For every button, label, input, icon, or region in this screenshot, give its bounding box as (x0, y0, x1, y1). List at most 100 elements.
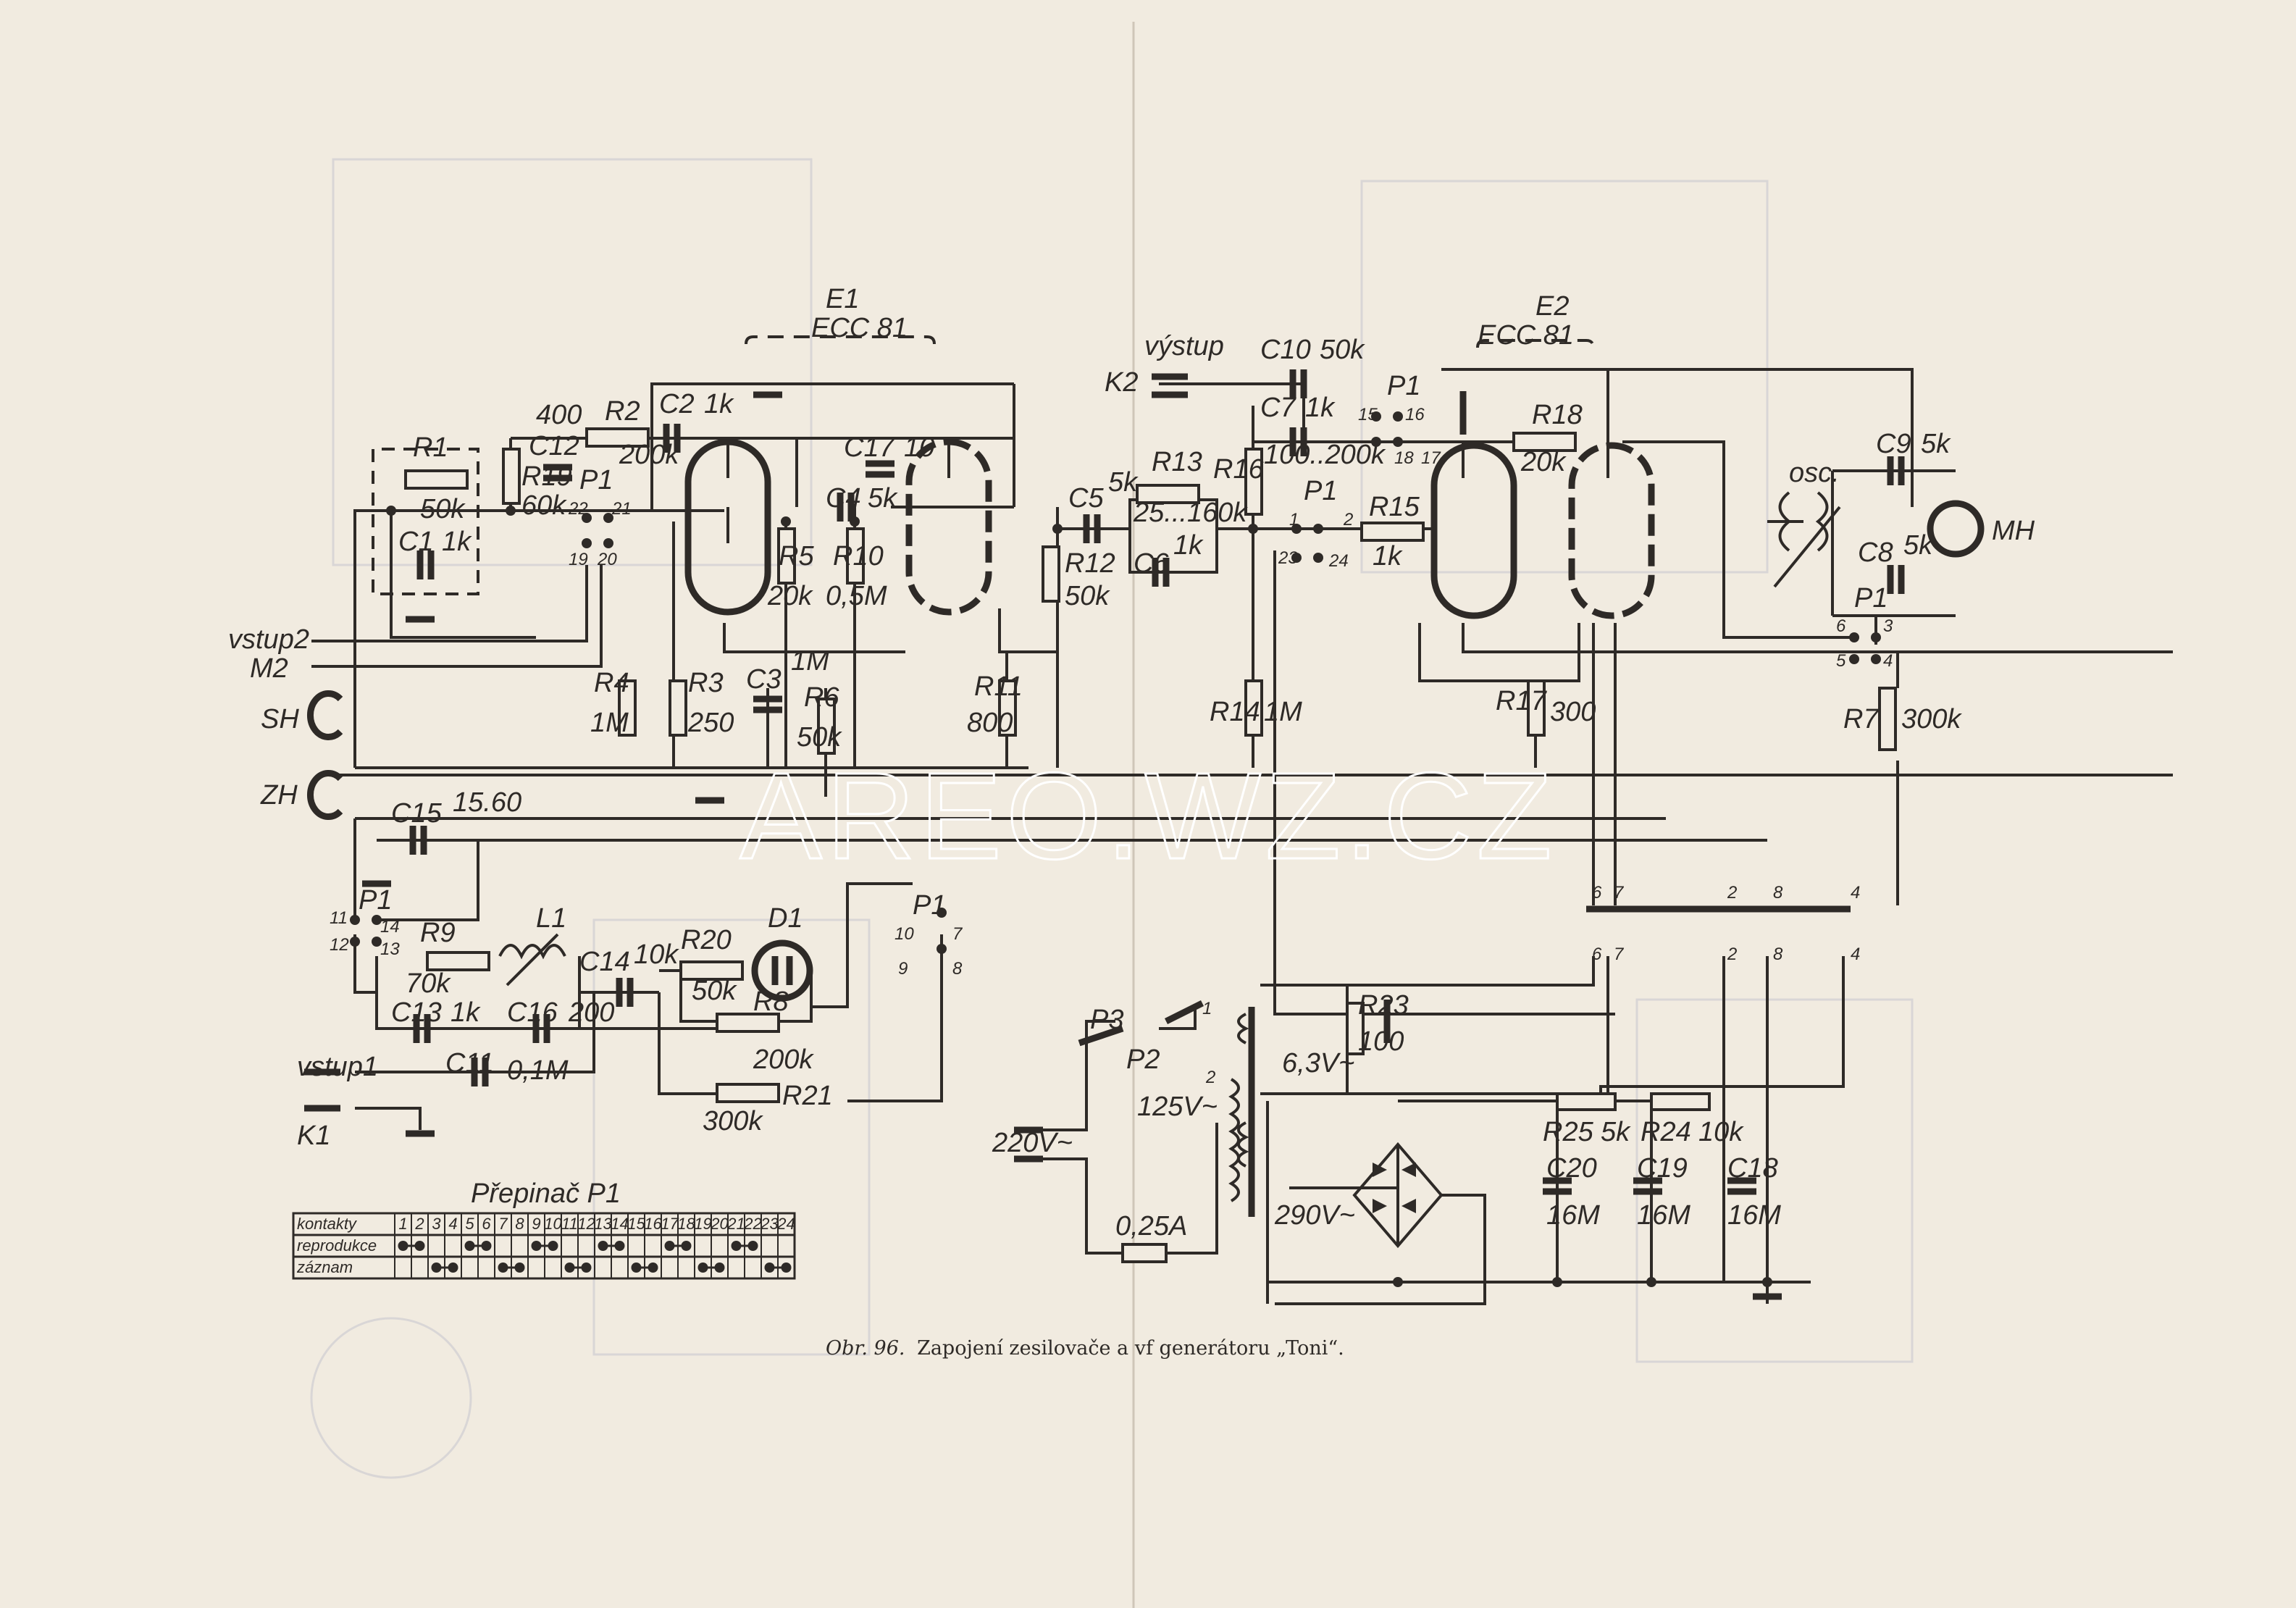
r10-ref: R10 (833, 541, 884, 571)
tube-e2-type: ECC 81 (1478, 320, 1574, 351)
c17-value: 10 (904, 432, 934, 463)
contact-22: 22 (568, 499, 588, 519)
table-contact-number: 8 (515, 1215, 524, 1233)
r1-value: 50k (420, 494, 466, 524)
mh-loop-icon (1927, 500, 1985, 558)
r2-value: 200k (619, 440, 680, 470)
table-contact-number: 23 (760, 1215, 779, 1233)
pin-8-bottom: 8 (1773, 945, 1783, 964)
table-title: Přepinač P1 (471, 1178, 621, 1209)
jack-plugs-icon (304, 373, 1188, 1163)
table-contact-number: 21 (726, 1215, 745, 1233)
r8-ref: R8 (753, 987, 789, 1017)
contact-dot (398, 1241, 408, 1251)
c18-value: 16M (1727, 1200, 1781, 1231)
table-contact-number: 10 (544, 1215, 562, 1233)
r13-value: 25...160k (1133, 498, 1248, 528)
pin-4-top: 4 (1851, 883, 1860, 903)
osc-label: osc. (1789, 458, 1840, 488)
osc-coil-icon (1778, 491, 1829, 552)
mains-label: 220V~ (992, 1128, 1073, 1158)
contact-10: 10 (894, 924, 914, 944)
pin-6-top: 6 (1592, 883, 1602, 903)
contact-16: 16 (1405, 405, 1425, 424)
r20-ref: R20 (681, 925, 732, 955)
vstup2-label: vstup2 (228, 624, 309, 655)
p1-label-d: P1 (1854, 583, 1888, 614)
c6-value: 1k (1173, 530, 1204, 561)
contact-dot (548, 1241, 558, 1251)
r12-value: 50k (1065, 581, 1110, 611)
c3-value: 1M (791, 646, 829, 677)
table-contact-number: 7 (498, 1215, 508, 1233)
r2-ref: R2 (605, 396, 640, 427)
v63-label: 6,3V~ (1282, 1048, 1354, 1079)
contact-21: 21 (611, 499, 632, 519)
tube-e1 (684, 335, 992, 616)
r20-value: 50k (692, 976, 737, 1006)
contact-12: 12 (330, 935, 349, 955)
contact-dot (464, 1241, 475, 1251)
p1-label-f: P1 (913, 890, 946, 921)
c13-value: 1k (451, 997, 481, 1028)
coils-and-devices (304, 373, 1985, 1300)
p2-label: P2 (1126, 1044, 1160, 1075)
capacitors (409, 369, 1905, 1195)
c12-value: 400 (536, 400, 582, 430)
c8-ref: C8 (1858, 537, 1893, 568)
resistors (372, 427, 1897, 1263)
r8-value: 200k (753, 1044, 814, 1075)
tube-e2 (1430, 339, 1655, 619)
table-contact-number: 12 (577, 1215, 595, 1233)
p2-position-2: 2 (1205, 1068, 1215, 1087)
d1-indicator-icon (751, 939, 813, 1002)
p3-label: P3 (1090, 1005, 1123, 1035)
contact-dot (714, 1262, 725, 1273)
pin-6-bottom: 6 (1592, 945, 1602, 964)
contact-1: 1 (1289, 510, 1299, 529)
contact-6: 6 (1836, 616, 1846, 636)
contact-20: 20 (597, 550, 617, 569)
junction-dots (350, 411, 1881, 1287)
component-labels: R1 50k C1 1k R19 60k C12 400 R2 200k C2 … (391, 335, 1962, 1241)
sh-label: SH (261, 704, 299, 734)
table-contact-number: 4 (448, 1215, 457, 1233)
r19-ref: R19 (521, 461, 572, 492)
c12-ref: C12 (529, 431, 579, 461)
contact-4: 4 (1883, 651, 1893, 671)
zh-label: ZH (260, 780, 298, 811)
table-contact-number: 18 (677, 1215, 695, 1233)
tube-e1-ref: E1 (826, 284, 859, 314)
contact-dot (681, 1241, 692, 1251)
r4-ref: R4 (594, 668, 629, 698)
contact-3: 3 (1883, 616, 1893, 636)
r16-ref: R16 (1213, 454, 1265, 485)
c19-value: 16M (1637, 1200, 1690, 1231)
table-contact-number: 6 (482, 1215, 491, 1233)
c19-ref: C19 (1637, 1153, 1688, 1184)
c10-ref: C10 (1260, 335, 1311, 365)
contact-5: 5 (1836, 651, 1846, 671)
c5-ref: C5 (1068, 483, 1104, 514)
c2-value: 1k (704, 389, 734, 419)
contact-dot (448, 1262, 458, 1273)
contact-dot (481, 1241, 492, 1251)
v125-label: 125V~ (1137, 1092, 1218, 1122)
pin-7-bottom: 7 (1614, 945, 1625, 964)
contact-19: 19 (569, 550, 588, 569)
contact-dot (431, 1262, 442, 1273)
r19-value: 60k (521, 490, 567, 521)
l1-label: L1 (536, 903, 566, 934)
k1-label: K1 (297, 1121, 330, 1151)
c20-value: 16M (1546, 1200, 1600, 1231)
r18-ref: R18 (1532, 400, 1583, 430)
r10-value: 0,5M (826, 581, 887, 611)
c4-value: 5k (868, 483, 898, 514)
connector-labels: vstup2 M2 SH ZH MH výstup K2 vstup1 K1 2… (228, 331, 2035, 1158)
fuse-label: 0,25A (1115, 1211, 1187, 1241)
r15-ref: R15 (1369, 492, 1420, 522)
mains-switch-icon (1078, 1000, 1204, 1047)
table-contact-number: 14 (611, 1215, 628, 1233)
pin-2-top: 2 (1727, 883, 1737, 903)
